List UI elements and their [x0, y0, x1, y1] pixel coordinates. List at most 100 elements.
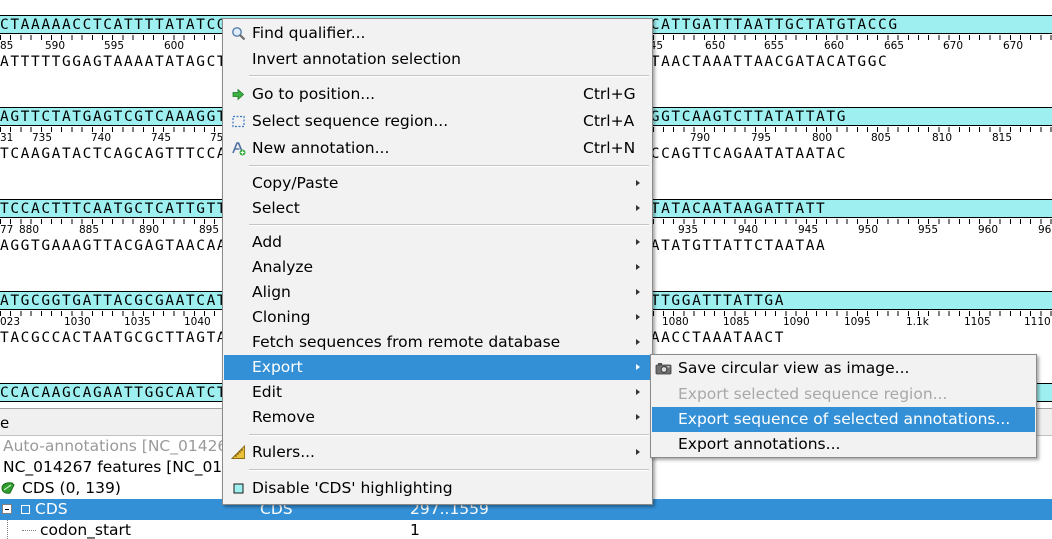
menu-shortcut: Ctrl+N: [583, 139, 636, 157]
ruler: 77 880 885 890 895 935 940 945 950 955 9…: [0, 223, 1052, 237]
menu-item-align[interactable]: Align: [224, 280, 652, 305]
tree-connector: [22, 530, 36, 531]
ruler-label: 805: [871, 132, 892, 144]
ruler-label: 650: [705, 40, 726, 52]
ruler-label: 790: [690, 132, 711, 144]
menu-item-add[interactable]: Add: [224, 230, 652, 255]
ruler-label: 1.1k: [906, 316, 929, 328]
submenu-label: Export annotations...: [678, 435, 841, 453]
collapse-toggle[interactable]: [2, 504, 12, 514]
menu-item-export[interactable]: Export: [224, 355, 652, 380]
ruler-label: 890: [139, 224, 160, 236]
menu-label: New annotation...: [252, 139, 390, 157]
menu-separator: [249, 224, 649, 226]
ruler-label: 940: [738, 224, 759, 236]
ruler-label: 590: [45, 40, 66, 52]
gene-icon: [1, 482, 15, 494]
submenu-arrow-icon: [636, 449, 640, 455]
menu-separator: [249, 469, 649, 471]
dotted-selection-icon: [232, 115, 245, 128]
menu-item-fetch-sequences[interactable]: Fetch sequences from remote database: [224, 330, 652, 355]
tree-row-cds-group[interactable]: CDS (0, 139): [0, 478, 1052, 499]
ruler-label: 1040: [184, 316, 211, 328]
ruler-label: 800: [812, 132, 833, 144]
ruler: 85 590 595 600 645 650 655 660 665 670 6…: [0, 39, 1052, 53]
ruler-label: 1085: [723, 316, 750, 328]
menu-item-select-sequence-region[interactable]: Select sequence region... Ctrl+A: [224, 109, 652, 134]
submenu-item-save-circular-view[interactable]: Save circular view as image...: [652, 356, 1035, 381]
ruler-label: 960: [978, 224, 999, 236]
context-menu[interactable]: Find qualifier... Invert annotation sele…: [222, 18, 653, 505]
row-label: codon_start: [40, 521, 132, 539]
menu-item-go-to-position[interactable]: Go to position... Ctrl+G: [224, 82, 652, 107]
tree-row-features[interactable]: NC_014267 features [NC_014267]: [0, 457, 1052, 478]
submenu-label: Export sequence of selected annotations.…: [678, 410, 1011, 428]
menu-label: Export: [252, 358, 303, 376]
submenu-arrow-icon: [636, 314, 640, 320]
menu-item-find-qualifier[interactable]: Find qualifier...: [224, 21, 652, 46]
ruler-label: 1105: [964, 316, 991, 328]
ruler-label: 1080: [662, 316, 689, 328]
menu-item-edit[interactable]: Edit: [224, 380, 652, 405]
tree-connector: [7, 520, 8, 539]
row-label: CDS (0, 139): [22, 479, 121, 497]
menu-separator: [249, 75, 649, 77]
ruler-label: 740: [91, 132, 112, 144]
menu-label: Edit: [252, 383, 283, 401]
ruler-label: 885: [79, 224, 100, 236]
ruler-label: 1035: [124, 316, 151, 328]
submenu-arrow-icon: [636, 339, 640, 345]
submenu-arrow-icon: [636, 205, 640, 211]
ruler-label: 670: [1003, 40, 1024, 52]
ruler-label: 96: [1038, 224, 1052, 236]
menu-item-cloning[interactable]: Cloning: [224, 305, 652, 330]
menu-label: Fetch sequences from remote database: [252, 333, 561, 351]
menu-shortcut: Ctrl+G: [583, 85, 636, 103]
tree-row-codon-start[interactable]: codon_start 1: [0, 520, 1052, 539]
submenu-label: Export selected sequence region...: [678, 385, 948, 403]
menu-label: Find qualifier...: [252, 24, 366, 42]
menu-item-disable-cds-highlighting[interactable]: Disable 'CDS' highlighting: [224, 476, 652, 501]
submenu-arrow-icon: [636, 264, 640, 270]
ruler-label: 595: [104, 40, 125, 52]
menu-item-analyze[interactable]: Analyze: [224, 255, 652, 280]
submenu-arrow-icon: [636, 239, 640, 245]
export-submenu[interactable]: Save circular view as image... Export se…: [650, 354, 1037, 458]
ruler-label: 795: [751, 132, 772, 144]
menu-label: Add: [252, 233, 283, 251]
ruler-label: 1090: [783, 316, 810, 328]
menu-label: Select: [252, 199, 300, 217]
submenu-item-export-annotations[interactable]: Export annotations...: [652, 432, 1035, 457]
ruler-label: 665: [884, 40, 905, 52]
menu-label: Invert annotation selection: [252, 50, 461, 68]
submenu-arrow-icon: [636, 180, 640, 186]
menu-label: Analyze: [252, 258, 314, 276]
menu-item-remove[interactable]: Remove: [224, 405, 652, 430]
menu-item-copy-paste[interactable]: Copy/Paste: [224, 171, 652, 196]
row-label: NC_014267 features [NC_014267]: [3, 458, 268, 476]
ruler-label: 75: [210, 132, 224, 144]
submenu-arrow-icon: [636, 289, 640, 295]
new-annotation-icon: [232, 142, 246, 156]
menu-item-select[interactable]: Select: [224, 196, 652, 221]
submenu-arrow-icon: [636, 389, 640, 395]
ruler-label: 945: [798, 224, 819, 236]
ruler-label: 815: [992, 132, 1013, 144]
green-arrow-icon: [232, 88, 245, 101]
row-label: Auto-annotations [NC_014267]: [3, 437, 244, 455]
menu-label: Go to position...: [252, 85, 376, 103]
menu-label: Copy/Paste: [252, 174, 339, 192]
submenu-item-export-sequence-of-annotations[interactable]: Export sequence of selected annotations.…: [652, 407, 1035, 432]
ruler-label: 023: [0, 316, 21, 328]
ruler-label: 880: [19, 224, 40, 236]
tree-row-auto-annotations[interactable]: Auto-annotations [NC_014267]: [0, 436, 1052, 457]
camera-icon: [655, 363, 672, 375]
menu-item-invert-selection[interactable]: Invert annotation selection: [224, 47, 652, 72]
submenu-label: Save circular view as image...: [678, 359, 910, 377]
ruler-label: 31: [0, 132, 14, 144]
submenu-item-export-selected-region[interactable]: Export selected sequence region...: [652, 382, 1035, 407]
menu-item-new-annotation[interactable]: New annotation... Ctrl+N: [224, 136, 652, 161]
menu-item-rulers[interactable]: Rulers...: [224, 440, 652, 465]
menu-label: Cloning: [252, 308, 311, 326]
ruler-label: 85: [0, 40, 14, 52]
